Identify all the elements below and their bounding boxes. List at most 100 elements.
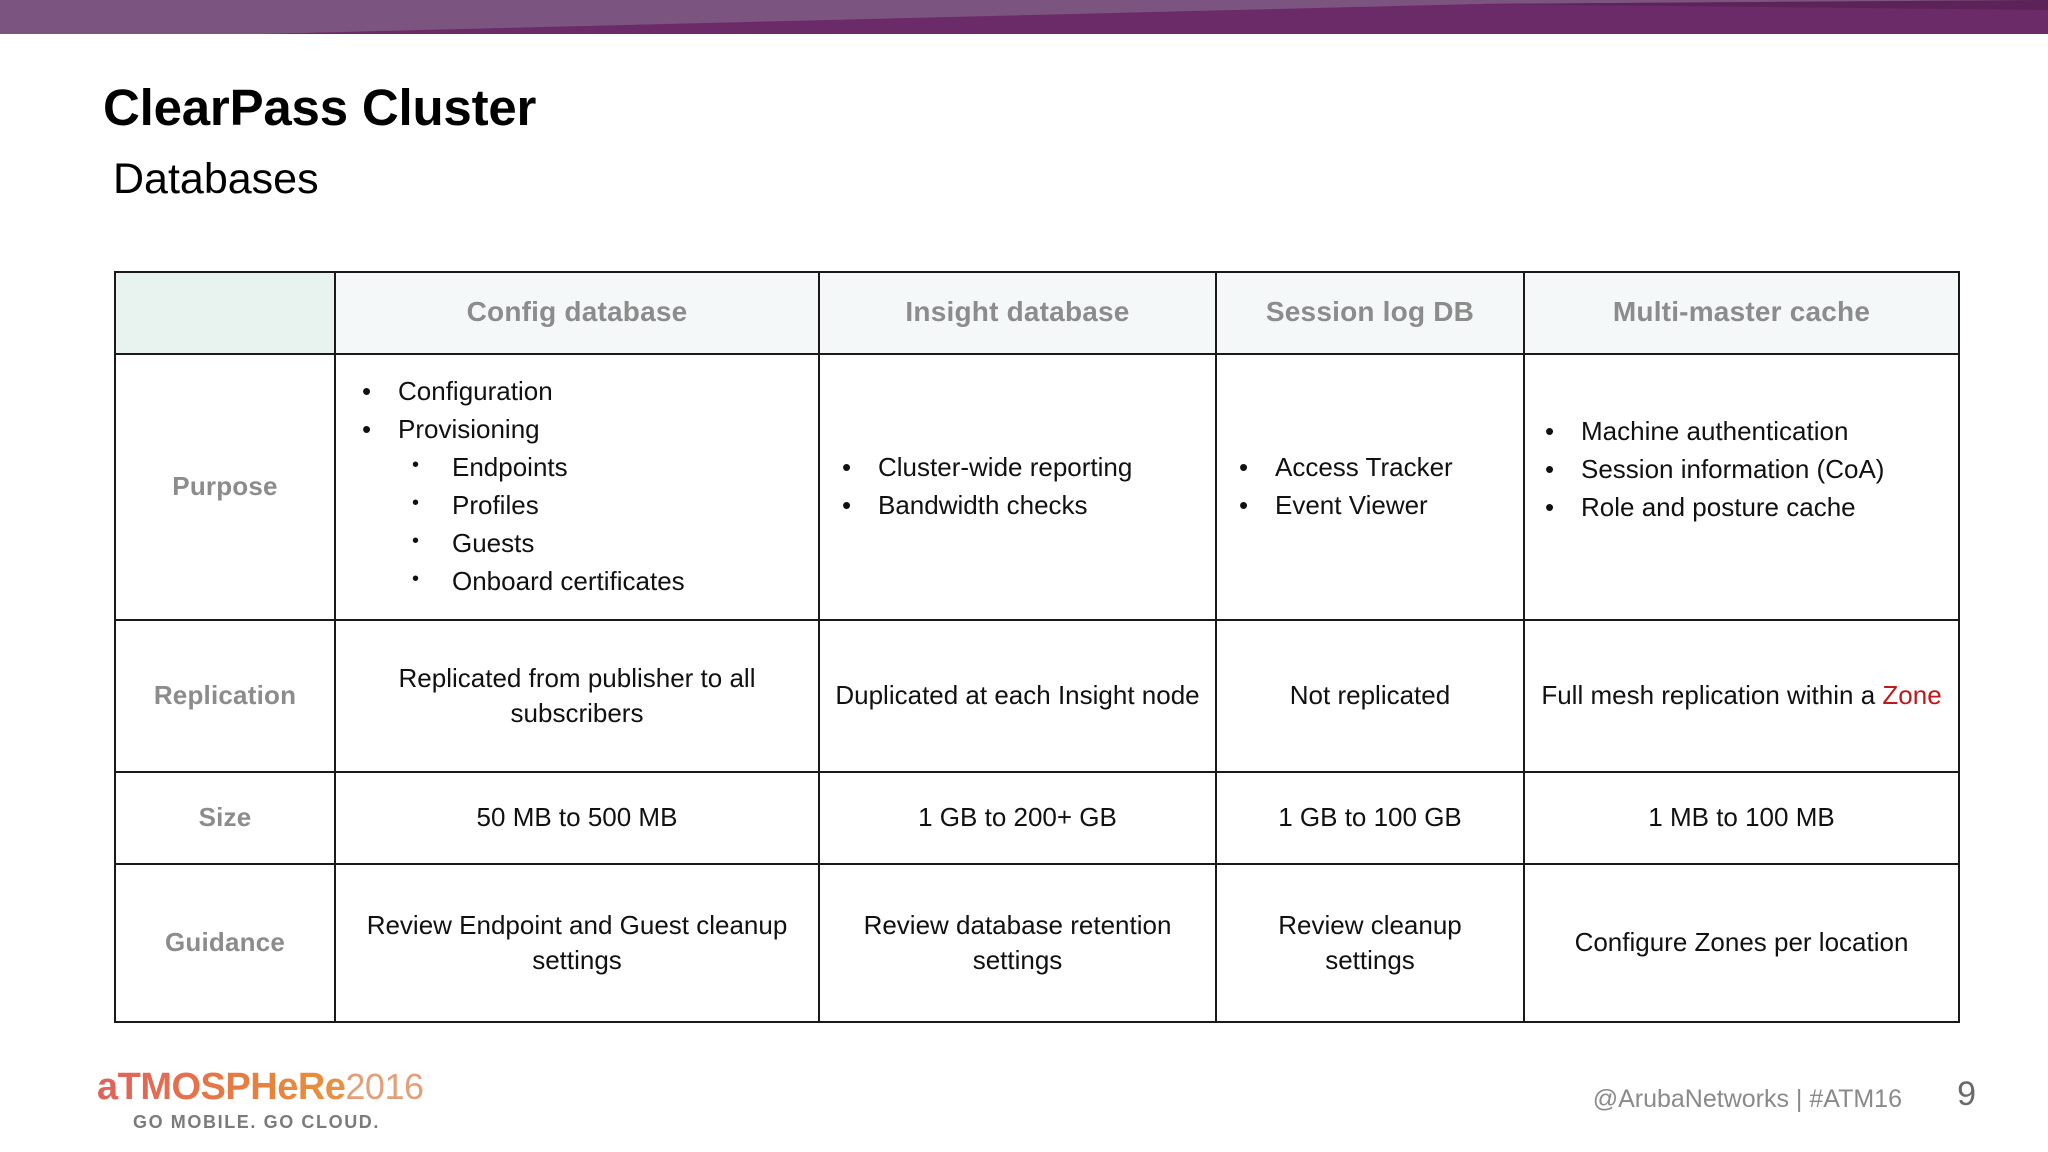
table-corner-cell [114,271,336,355]
row-label-replication-text: Replication [153,680,297,711]
purpose-multimaster-list-box: • Machine authentication • Session infor… [1525,414,1958,562]
row-label-guidance-text: Guidance [164,927,286,958]
purpose-session-list-box: • Access Tracker • Event Viewer [1217,450,1523,523]
size-config-text: 50 MB to 500 MB [476,802,678,833]
cell-guidance-multimaster: Configure Zones per location [1523,862,1960,1024]
cell-guidance-config: Review Endpoint and Guest cleanup settin… [334,862,820,1024]
bullet-dot-icon: • [1545,454,1555,485]
cell-replication-session: Not replicated [1215,618,1525,773]
row-label-guidance: Guidance [114,862,336,1024]
list-item: • Event Viewer [1231,488,1523,523]
table-row-guidance: Guidance Review Endpoint and Guest clean… [114,862,1960,1024]
row-label-purpose: Purpose [114,352,336,621]
bullet-dot-icon: • [1545,416,1555,447]
column-header-insight: Insight database [818,271,1217,355]
page-subtitle: Databases [113,155,319,203]
column-header-insight-label: Insight database [905,296,1130,328]
replication-session-text: Not replicated [1289,680,1451,711]
bullet-dot-icon: • [412,568,420,591]
purpose-config-bullets: • Configuration • Provisioning • Endpoin… [354,374,818,600]
list-item-label: Session information (CoA) [1581,454,1885,485]
bullet-dot-icon: • [1545,492,1555,523]
guidance-config-text: Review Endpoint and Guest cleanup settin… [366,909,788,975]
size-multimaster-text: 1 MB to 100 MB [1648,802,1835,833]
column-header-multimaster: Multi-master cache [1523,271,1960,355]
cell-size-multimaster: 1 MB to 100 MB [1523,770,1960,865]
list-item: • Machine authentication [1537,414,1958,449]
list-item-label: Guests [452,528,535,559]
list-item: • Configuration [354,374,818,409]
list-item-label: Configuration [398,375,553,406]
databases-table: Config database Insight database Session… [114,271,1960,1024]
purpose-config-list-box: • Configuration • Provisioning • Endpoin… [336,374,818,600]
list-item: • Bandwidth checks [834,488,1215,523]
replication-config-text: Replicated from publisher to all subscri… [398,662,756,728]
replication-insight-text: Duplicated at each Insight node [835,680,1200,711]
column-header-config-label: Config database [466,296,688,328]
bullet-dot-icon: • [412,492,420,515]
replication-multimaster-text: Full mesh replication within a Zone [1525,678,1958,713]
list-item-label: Event Viewer [1275,490,1428,521]
cell-purpose-multimaster: • Machine authentication • Session infor… [1523,352,1960,621]
row-label-size: Size [114,770,336,865]
atmosphere-logo: aTMOSPHeRe2016 GO MOBILE. GO CLOUD. [97,1068,437,1133]
size-session-text: 1 GB to 100 GB [1278,802,1462,833]
guidance-multimaster-text: Configure Zones per location [1574,927,1909,958]
page-number: 9 [1957,1075,1976,1113]
page-title: ClearPass Cluster [103,79,537,136]
bullet-dot-icon: • [842,490,852,521]
list-item: • Provisioning • Endpoints • P [354,412,818,599]
bullet-dot-icon: • [412,530,420,553]
replication-multimaster-prefix: Full mesh replication within a [1541,680,1883,711]
banner-shape [0,0,2048,34]
list-item: • Endpoints [398,450,818,485]
cell-size-session: 1 GB to 100 GB [1215,770,1525,865]
row-label-size-text: Size [198,802,252,833]
cell-guidance-session: Review cleanup settings [1215,862,1525,1024]
list-item-label: Onboard certificates [452,566,685,597]
list-item: • Access Tracker [1231,450,1523,485]
cell-size-insight: 1 GB to 200+ GB [818,770,1217,865]
cell-size-config: 50 MB to 500 MB [334,770,820,865]
table-header-row: Config database Insight database Session… [114,271,1960,355]
bullet-dot-icon: • [1239,452,1249,483]
row-label-replication: Replication [114,618,336,773]
guidance-insight-text: Review database retention settings [863,909,1172,975]
size-insight-text: 1 GB to 200+ GB [918,802,1117,833]
bullet-dot-icon: • [1239,490,1249,521]
table-row-replication: Replication Replicated from publisher to… [114,618,1960,773]
bullet-dot-icon: • [362,375,372,406]
list-item-label: Profiles [452,490,539,521]
atmosphere-logo-tagline: GO MOBILE. GO CLOUD. [133,1112,380,1132]
purpose-config-sub-bullets: • Endpoints • Profiles • [398,450,818,599]
list-item-label: Cluster-wide reporting [878,452,1133,483]
list-item-label: Machine authentication [1581,416,1849,447]
table-row-size: Size 50 MB to 500 MB 1 GB to 200+ GB 1 G… [114,770,1960,865]
purpose-insight-bullets: • Cluster-wide reporting • Bandwidth che… [834,450,1215,523]
atmosphere-logo-main: aTMOSPHeRe [97,1066,346,1108]
bullet-dot-icon: • [412,454,420,477]
table-row-purpose: Purpose • Configuration • Provisioning [114,352,1960,621]
cell-replication-insight: Duplicated at each Insight node [818,618,1217,773]
footer-social-handle: @ArubaNetworks | #ATM16 [1592,1085,1902,1113]
list-item-label: Endpoints [452,452,568,483]
guidance-session-text: Review cleanup settings [1278,909,1462,975]
cell-replication-multimaster: Full mesh replication within a Zone [1523,618,1960,773]
replication-multimaster-accent: Zone [1882,680,1942,711]
list-item: • Role and posture cache [1537,490,1958,525]
row-label-purpose-text: Purpose [172,471,278,502]
purpose-session-bullets: • Access Tracker • Event Viewer [1231,450,1523,523]
column-header-config: Config database [334,271,820,355]
bullet-dot-icon: • [362,414,372,445]
purpose-multimaster-bullets: • Machine authentication • Session infor… [1537,414,1958,525]
cell-purpose-session: • Access Tracker • Event Viewer [1215,352,1525,621]
top-banner [0,0,2048,34]
cell-guidance-insight: Review database retention settings [818,862,1217,1024]
purpose-insight-list-box: • Cluster-wide reporting • Bandwidth che… [820,450,1215,523]
list-item: • Guests [398,526,818,561]
cell-replication-config: Replicated from publisher to all subscri… [334,618,820,773]
list-item: • Onboard certificates [398,564,818,599]
atmosphere-logo-wordmark: aTMOSPHeRe2016 [97,1068,437,1106]
list-item-label: Role and posture cache [1581,492,1856,523]
list-item-label: Access Tracker [1275,452,1453,483]
